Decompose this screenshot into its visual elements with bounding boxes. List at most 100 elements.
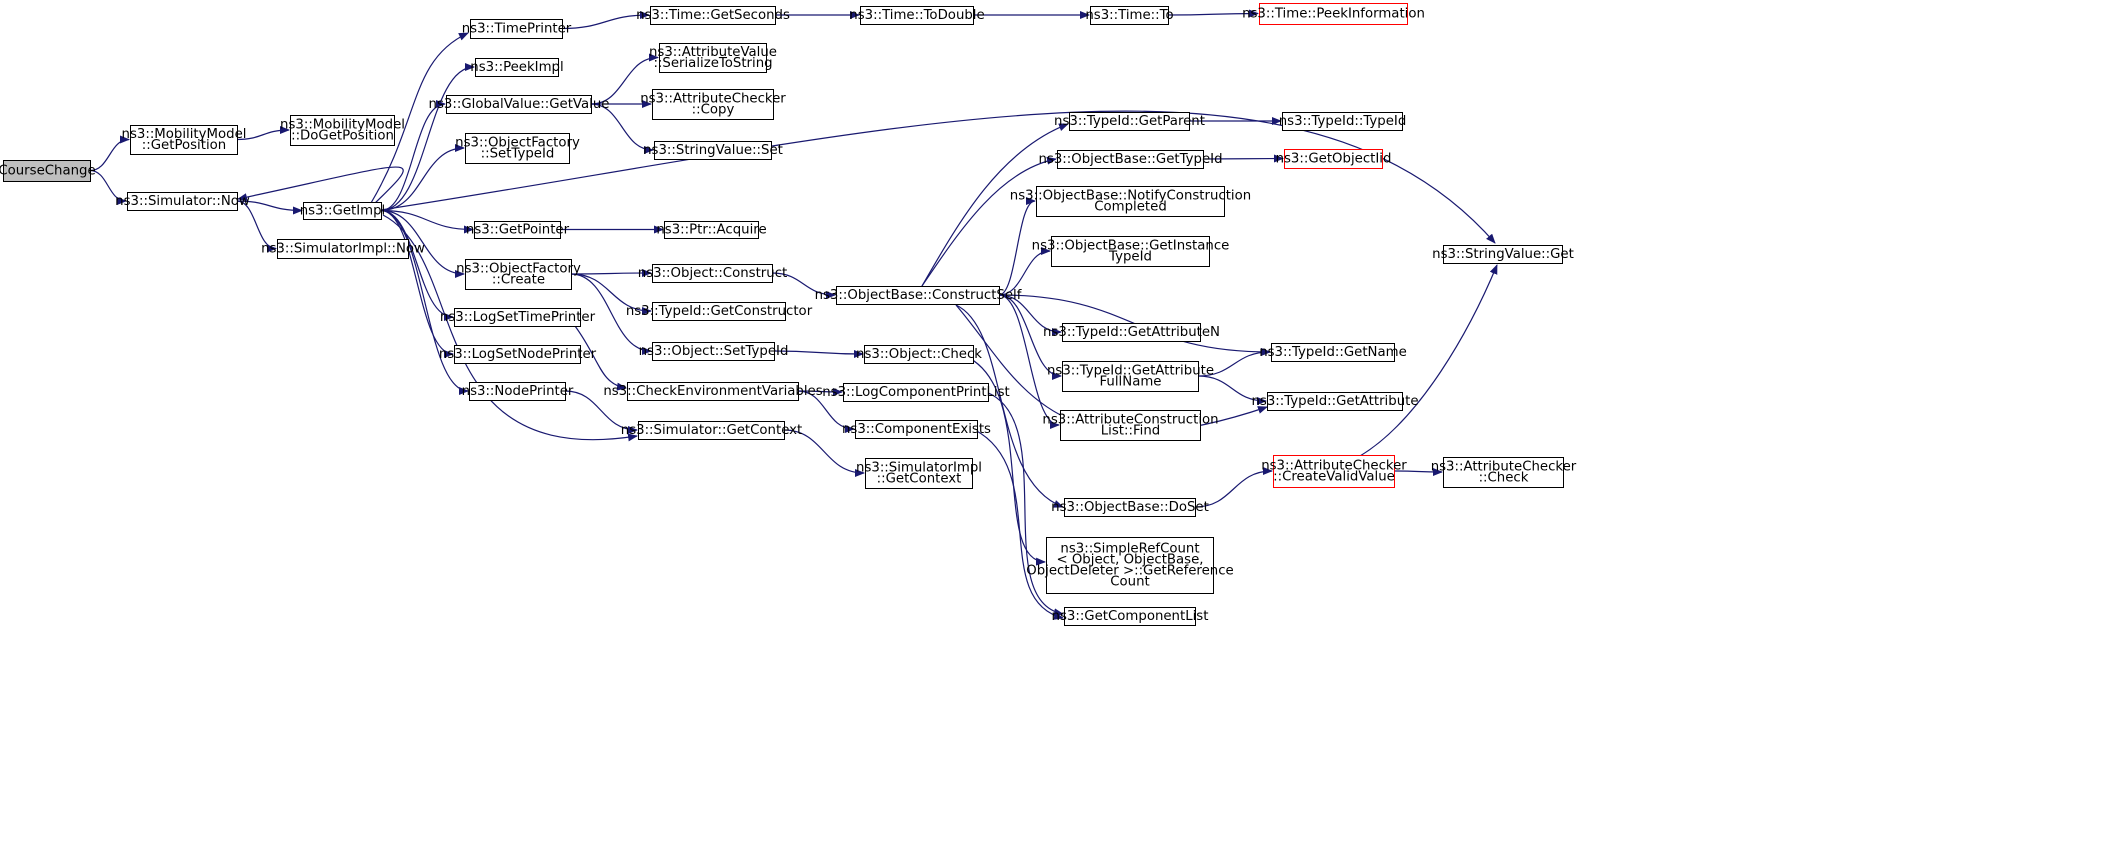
function-node[interactable]: ns3::StringValue::Get bbox=[1432, 245, 1574, 264]
call-edge bbox=[236, 126, 290, 141]
function-node[interactable]: ns3::SimulatorImpl::GetContext bbox=[856, 458, 982, 489]
function-node[interactable]: ns3::GlobalValue::GetValue bbox=[429, 95, 610, 114]
call-edge bbox=[564, 390, 638, 434]
node-box bbox=[1062, 323, 1201, 342]
node-box bbox=[127, 192, 238, 211]
node-label: ::SetTypeId bbox=[481, 147, 555, 162]
call-edge bbox=[959, 353, 1046, 566]
function-node[interactable]: ns3::ObjectBase::ConstructSelf bbox=[815, 286, 1022, 305]
node-label: ns3::GetComponentList bbox=[1052, 609, 1209, 624]
node-box bbox=[290, 115, 395, 146]
function-node[interactable]: ns3::Simulator::GetContext bbox=[621, 421, 802, 440]
node-label: ns3::SimpleRefCount bbox=[1060, 542, 1199, 557]
node-box bbox=[1282, 112, 1403, 131]
node-label: ns3::Time::GetSeconds bbox=[636, 8, 790, 23]
root-function-node: CourseChange bbox=[0, 160, 96, 182]
function-node[interactable]: ns3::StringValue::Set bbox=[643, 141, 783, 160]
function-node[interactable]: ns3::GetImpl bbox=[300, 202, 385, 220]
call-edge bbox=[998, 197, 1036, 296]
node-box bbox=[469, 382, 566, 401]
node-label: CourseChange bbox=[0, 164, 96, 179]
call-edge bbox=[380, 209, 469, 395]
node-label: ns3::GlobalValue::GetValue bbox=[429, 97, 610, 112]
function-node[interactable]: ns3::ObjectFactory::SetTypeId bbox=[455, 133, 580, 164]
function-node[interactable]: ns3::NodePrinter bbox=[462, 382, 574, 401]
function-node[interactable]: ns3::LogComponentPrintList bbox=[822, 383, 1010, 402]
function-node[interactable]: ns3::ObjectFactory::Create bbox=[456, 259, 581, 290]
function-node[interactable]: ns3::AttributeChecker::CreateValidValue bbox=[1261, 455, 1407, 488]
node-box bbox=[1046, 537, 1214, 594]
node-label: ns3::Simulator::Now bbox=[115, 194, 250, 209]
function-node[interactable]: ns3::AttributeValue::SerializeToString bbox=[649, 43, 777, 73]
node-box bbox=[1443, 457, 1564, 488]
function-node[interactable]: ns3::GetObjectIid bbox=[1276, 149, 1392, 169]
function-node[interactable]: ns3::Simulator::Now bbox=[115, 192, 250, 211]
function-node[interactable]: ns3::TypeId::GetAttributeN bbox=[1043, 323, 1220, 342]
call-edge bbox=[574, 325, 627, 391]
function-node[interactable]: ns3::Object::SetTypeId bbox=[639, 342, 789, 361]
node-label: ::Check bbox=[1479, 471, 1529, 486]
node-box bbox=[627, 382, 799, 401]
function-node[interactable]: ns3::SimulatorImpl::Now bbox=[261, 239, 425, 259]
function-node[interactable]: ns3::Object::Construct bbox=[638, 264, 787, 283]
node-box bbox=[1090, 6, 1169, 25]
node-box bbox=[465, 259, 572, 290]
function-node[interactable]: ns3::TypeId::TypeId bbox=[1279, 112, 1407, 131]
function-node[interactable]: ns3::GetComponentList bbox=[1052, 607, 1209, 626]
node-label: TypeId bbox=[1108, 250, 1152, 265]
function-node[interactable]: ns3::Time::ToDouble bbox=[849, 6, 985, 25]
function-node[interactable]: ns3::GetPointer bbox=[466, 221, 570, 239]
node-box bbox=[865, 458, 973, 489]
function-node[interactable]: ns3::Object::Check bbox=[856, 345, 982, 364]
function-node[interactable]: ns3::AttributeChecker::Check bbox=[1431, 457, 1577, 488]
node-label: ::Create bbox=[492, 273, 545, 288]
function-node[interactable]: ns3::ObjectBase::DoSet bbox=[1051, 498, 1209, 517]
function-node[interactable]: ns3::Time::GetSeconds bbox=[636, 6, 790, 25]
node-label: ns3::GetPointer bbox=[466, 223, 570, 238]
call-edge bbox=[1202, 154, 1284, 163]
function-node[interactable]: ns3::SimpleRefCount< Object, ObjectBase,… bbox=[1026, 537, 1234, 594]
function-node[interactable]: ns3::TimePrinter bbox=[462, 19, 572, 39]
node-label: ns3::Time::ToDouble bbox=[849, 8, 984, 23]
node-box bbox=[650, 6, 776, 25]
call-edge bbox=[1194, 467, 1273, 508]
function-node[interactable]: ns3::MobilityModel::DoGetPosition bbox=[280, 115, 405, 146]
node-label: ns3::AttributeChecker bbox=[640, 92, 786, 107]
function-node[interactable]: ns3::LogSetNodePrinter bbox=[439, 345, 597, 364]
call-edge bbox=[89, 169, 127, 205]
function-node[interactable]: ns3::Time::PeekInformation bbox=[1242, 3, 1425, 25]
node-label: Count bbox=[1110, 575, 1150, 590]
function-node[interactable]: ns3::ComponentExists bbox=[842, 420, 991, 439]
node-label: ns3::SimulatorImpl::Now bbox=[261, 242, 425, 257]
function-node[interactable]: ns3::LogSetTimePrinter bbox=[440, 308, 596, 327]
function-node[interactable]: ns3::CheckEnvironmentVariables bbox=[603, 382, 823, 401]
call-edge bbox=[998, 294, 1062, 336]
node-label: ns3::LogComponentPrintList bbox=[822, 385, 1010, 400]
node-box bbox=[1443, 245, 1563, 264]
function-node[interactable]: ns3::TypeId::GetConstructor bbox=[626, 302, 813, 321]
call-edge bbox=[237, 166, 404, 208]
function-node[interactable]: ns3::ObjectBase::GetTypeId bbox=[1038, 150, 1223, 169]
node-box bbox=[843, 383, 989, 402]
node-box bbox=[1069, 112, 1190, 131]
node-box bbox=[3, 160, 91, 182]
node-label: ns3::TypeId::GetAttributeN bbox=[1043, 325, 1220, 340]
call-edge bbox=[380, 209, 454, 321]
node-box bbox=[836, 286, 1000, 305]
node-box bbox=[864, 345, 974, 364]
node-label: ns3::LogSetNodePrinter bbox=[439, 347, 597, 362]
node-box bbox=[1064, 498, 1196, 517]
function-node[interactable]: ns3::TypeId::GetAttribute bbox=[1251, 392, 1419, 411]
function-node[interactable]: ns3::TypeId::GetName bbox=[1259, 343, 1407, 362]
function-node[interactable]: ns3::Ptr::Acquire bbox=[656, 221, 767, 239]
function-node[interactable]: ns3::AttributeChecker::Copy bbox=[640, 89, 786, 120]
function-node[interactable]: ns3::PeekImpl bbox=[470, 58, 564, 77]
node-label: ns3::ObjectBase::DoSet bbox=[1051, 500, 1209, 515]
function-node[interactable]: ns3::MobilityModel::GetPosition bbox=[122, 125, 247, 155]
function-node[interactable]: ns3::TypeId::GetParent bbox=[1054, 112, 1205, 131]
function-node[interactable]: ns3::Time::To bbox=[1085, 6, 1174, 25]
function-node[interactable]: ns3::ObjectBase::NotifyConstructionCompl… bbox=[1010, 186, 1251, 217]
